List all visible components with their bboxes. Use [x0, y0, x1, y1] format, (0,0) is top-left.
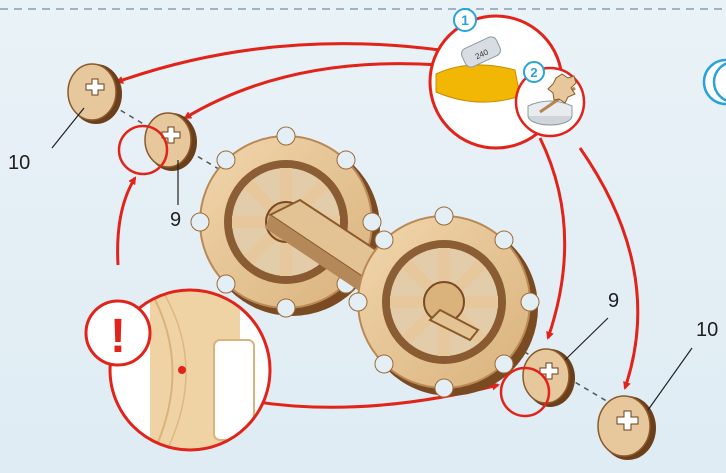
- arrow-to-part-9-left: [185, 64, 440, 118]
- part-label-10-left: 10: [8, 153, 30, 173]
- part-label-10-right: 10: [696, 320, 718, 340]
- warning-badge: !: [86, 301, 150, 365]
- part-label-9-right: 9: [608, 291, 619, 311]
- warning-icon: !: [110, 310, 126, 363]
- leader-10-left: [52, 108, 84, 148]
- leader-10-right: [648, 348, 692, 410]
- step-2-number: 2: [530, 65, 537, 80]
- tools-callout: 240 1 2: [430, 9, 584, 148]
- part-10-left-disc: [68, 64, 122, 124]
- gear-right: [349, 207, 539, 397]
- arrow-to-part-9-right: [540, 138, 565, 338]
- leader-9-right: [565, 318, 608, 360]
- arrow-zoom-to-part-9-left: [118, 178, 135, 265]
- part-label-9-left: 9: [170, 210, 181, 230]
- part-9-left-disc: [145, 113, 197, 171]
- step-1-number: 1: [461, 12, 469, 28]
- part-10-right-disc: [598, 396, 656, 460]
- arrow-to-part-10-right: [580, 148, 638, 388]
